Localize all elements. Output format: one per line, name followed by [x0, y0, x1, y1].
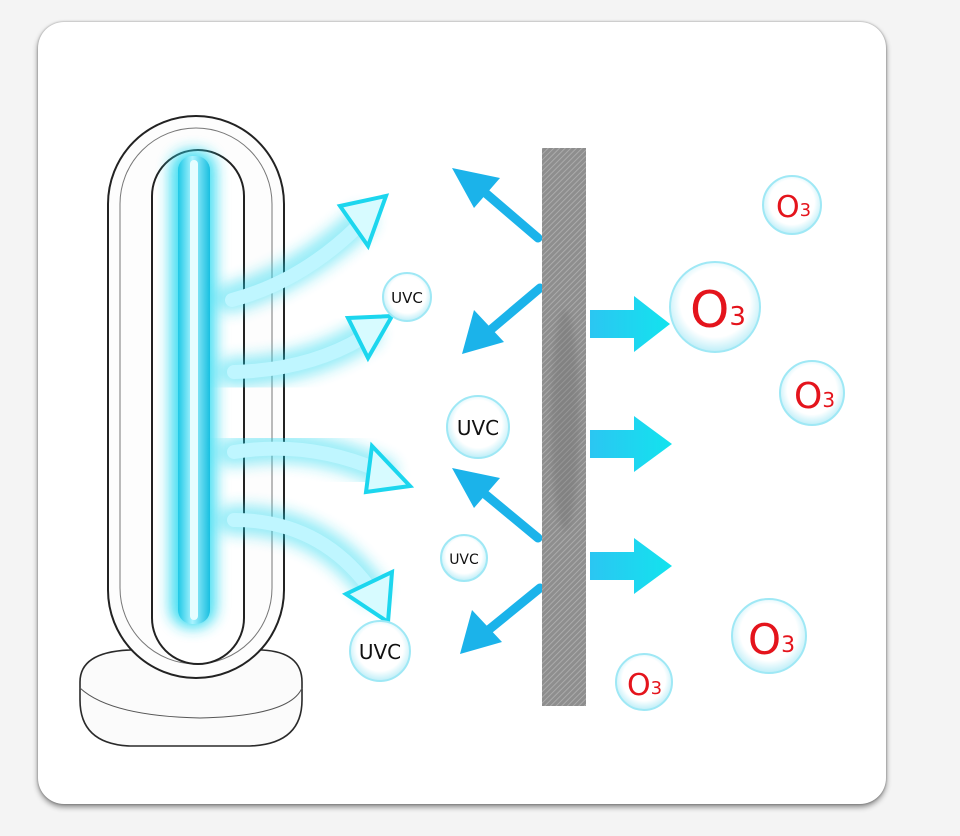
- uvc-bubble: UVC: [446, 395, 510, 459]
- arrow-icon: [215, 193, 390, 313]
- svg-text:O3: O3: [748, 615, 795, 664]
- ozone-bubble: O3: [762, 175, 822, 235]
- reflected-arrows: [452, 168, 545, 654]
- ozone-bubble: O3: [669, 261, 761, 353]
- ozone-bubble: O3: [731, 598, 807, 674]
- uvc-bubble: UVC: [382, 272, 432, 322]
- ozone-letter: O: [690, 281, 729, 339]
- ozone-letter: O: [776, 190, 800, 225]
- ozone-subscript: 3: [781, 633, 795, 658]
- uvc-emission-arrows: [215, 193, 415, 626]
- uvc-label: UVC: [457, 416, 499, 440]
- ozone-letter: O: [794, 376, 822, 417]
- arrow-icon: [590, 416, 672, 472]
- arrow-icon: [452, 168, 543, 243]
- arrow-icon: [460, 583, 545, 654]
- ozone-subscript: 3: [822, 388, 835, 412]
- wall-filter-icon: [542, 148, 586, 706]
- transmission-arrows: [590, 296, 672, 594]
- ozone-bubble: O3: [615, 653, 673, 711]
- svg-text:O3: O3: [794, 376, 835, 417]
- ozone-bubble: O3: [779, 360, 845, 426]
- uv-lamp-icon: [79, 115, 303, 747]
- arrow-icon: [217, 432, 415, 495]
- ozone-subscript: 3: [729, 302, 746, 332]
- arrow-icon: [452, 468, 543, 543]
- uvc-label: UVC: [391, 289, 423, 307]
- arrow-icon: [217, 504, 395, 626]
- arrow-icon: [217, 313, 396, 387]
- svg-text:O3: O3: [627, 668, 662, 703]
- uvc-bubble: UVC: [349, 620, 411, 682]
- arrow-icon: [590, 538, 672, 594]
- ozone-subscript: 3: [651, 678, 662, 699]
- svg-text:O3: O3: [690, 281, 746, 339]
- uvc-label: UVC: [449, 552, 479, 568]
- ozone-subscript: 3: [800, 200, 811, 221]
- arrow-icon: [462, 283, 545, 354]
- ozone-letter: O: [627, 668, 651, 703]
- uvc-label: UVC: [359, 640, 401, 664]
- uvc-bubble: UVC: [440, 534, 488, 582]
- ozone-letter: O: [748, 615, 781, 664]
- arrow-icon: [590, 296, 670, 352]
- svg-text:O3: O3: [776, 190, 811, 225]
